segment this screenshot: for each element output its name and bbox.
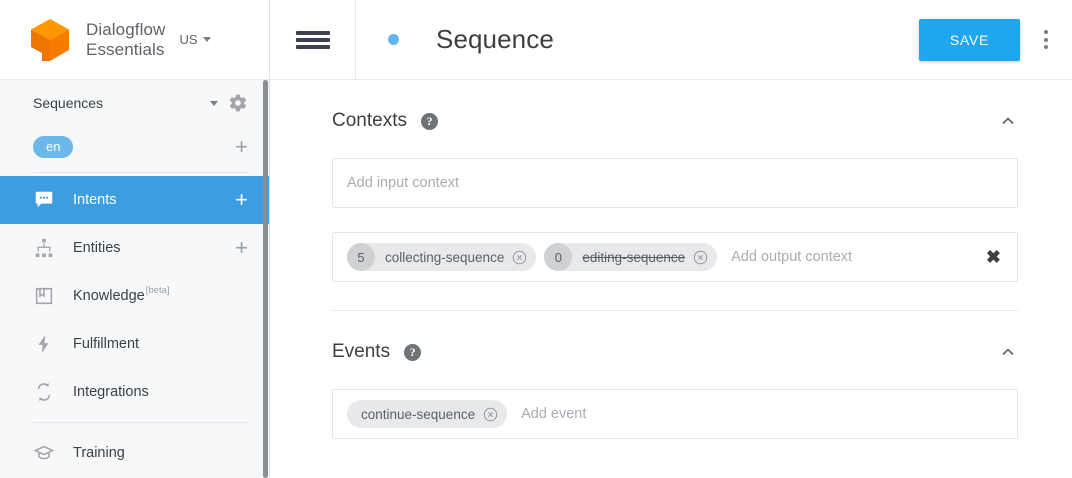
caret-down-icon[interactable] [210,100,218,106]
sidebar-item-label: Knowledge [beta] [73,285,248,304]
book-icon [35,287,53,305]
graduation-cap-icon [33,445,55,460]
event-chip[interactable]: continue-sequence [347,400,508,428]
chip-label: collecting-sequence [385,249,505,265]
events-field[interactable]: continue-sequence Add event [332,389,1018,439]
sidebar-item-label: Entities [73,240,217,256]
save-button[interactable]: SAVE [918,18,1020,61]
kebab-dot [1044,30,1048,34]
sidebar-item-text: Fulfillment [73,336,140,352]
sidebar-item-text: Integrations [73,384,149,400]
hierarchy-icon [35,238,53,258]
remove-circle-icon[interactable] [483,407,498,422]
output-context-chip[interactable]: 0 editing-sequence [544,243,718,271]
remove-circle-icon[interactable] [512,250,527,265]
sidebar-item-entities[interactable]: Entities + [0,224,270,272]
sidebar-item-text: Knowledge [73,288,145,304]
content-area: Contexts ? Add input context 5 collectin… [270,80,1072,478]
gear-icon[interactable] [228,93,248,113]
sidebar-item-intents[interactable]: Intents + [0,176,270,224]
language-pill-en[interactable]: en [33,136,74,158]
hamburger-bar [295,44,330,49]
agent-selector[interactable]: Sequences [0,80,270,126]
sidebar-item-label: Fulfillment [73,336,248,352]
brand-line-1: Dialogflow [86,19,166,39]
sidebar-item-fulfillment[interactable]: Fulfillment [0,320,270,368]
caret-down-icon [202,37,211,42]
sidebar-brand-header: Dialogflow Essentials US [0,0,270,80]
input-context-placeholder: Add input context [347,175,460,191]
chip-lifespan: 5 [347,243,375,271]
region-label: US [179,32,198,47]
sidebar-item-label: Integrations [73,384,248,400]
sidebar: Dialogflow Essentials US Sequences en + [0,0,270,478]
chevron-up-icon[interactable] [998,342,1018,362]
events-placeholder: Add event [521,406,587,422]
chip-lifespan: 0 [544,243,573,271]
contexts-title: Contexts [332,110,407,131]
section-divider [332,310,1018,311]
add-entity-icon[interactable]: + [235,235,248,260]
region-selector[interactable]: US [179,32,211,47]
events-title: Events [332,341,391,362]
sidebar-item-text: Training [73,445,125,461]
sidebar-nav: Intents + Entities + Knowledg [0,176,270,477]
add-language-icon[interactable]: + [235,134,248,159]
contexts-header: Contexts ? [332,106,1018,136]
events-section: Events ? continue-sequence Add event [332,311,1018,439]
events-header: Events ? [332,337,1018,367]
status-dot-icon [388,34,399,45]
page-title: Sequence [436,24,554,54]
dialogflow-cube-logo [31,18,69,61]
sidebar-edge-divider [269,0,270,478]
beta-badge: [beta] [145,285,170,296]
lightning-bolt-icon [38,334,49,354]
kebab-menu-icon[interactable] [1020,0,1072,80]
language-divider [33,172,248,173]
sidebar-item-text: Entities [73,240,121,256]
sync-arrows-icon [37,383,51,401]
sidebar-item-knowledge[interactable]: Knowledge [beta] [0,272,270,320]
sidebar-item-label: Intents [73,192,217,208]
sidebar-item-label: Training [73,445,248,461]
add-intent-icon[interactable]: + [235,187,248,212]
sidebar-item-text: Intents [73,192,117,208]
agent-name: Sequences [33,95,104,111]
sidebar-item-integrations[interactable]: Integrations [0,368,270,416]
output-context-placeholder: Add output context [731,249,853,265]
output-context-field[interactable]: 5 collecting-sequence 0 editing-sequence [332,232,1018,282]
contexts-section: Contexts ? Add input context 5 collectin… [332,80,1018,311]
output-context-chip[interactable]: 5 collecting-sequence [347,243,537,271]
remove-circle-icon[interactable] [693,250,708,265]
topbar: Sequence SAVE [270,0,1072,80]
kebab-dot [1044,37,1048,42]
kebab-dot [1044,45,1048,49]
clear-output-contexts-icon[interactable]: ✖ [985,247,1001,267]
chevron-up-icon[interactable] [998,111,1018,131]
brand-name: Dialogflow Essentials [86,20,165,60]
language-row: en + [0,126,270,168]
hamburger-menu-icon[interactable] [270,0,356,80]
help-circle-icon[interactable]: ? [420,112,438,130]
chip-label: continue-sequence [361,406,476,422]
input-context-field[interactable]: Add input context [332,158,1018,208]
sidebar-scrollbar[interactable] [263,80,268,478]
main-panel: Sequence SAVE Contexts ? Ad [270,0,1072,478]
sidebar-item-training[interactable]: Training [0,429,270,477]
hamburger-bar [295,37,330,42]
help-circle-icon[interactable]: ? [404,343,422,361]
chip-label: editing-sequence [582,249,686,265]
speech-bubble-icon [35,191,53,208]
hamburger-bars [295,28,330,52]
hamburger-bar [295,30,330,35]
brand-line-2: Essentials [86,39,165,59]
sidebar-divider [33,422,248,423]
title-zone: Sequence [356,24,919,55]
